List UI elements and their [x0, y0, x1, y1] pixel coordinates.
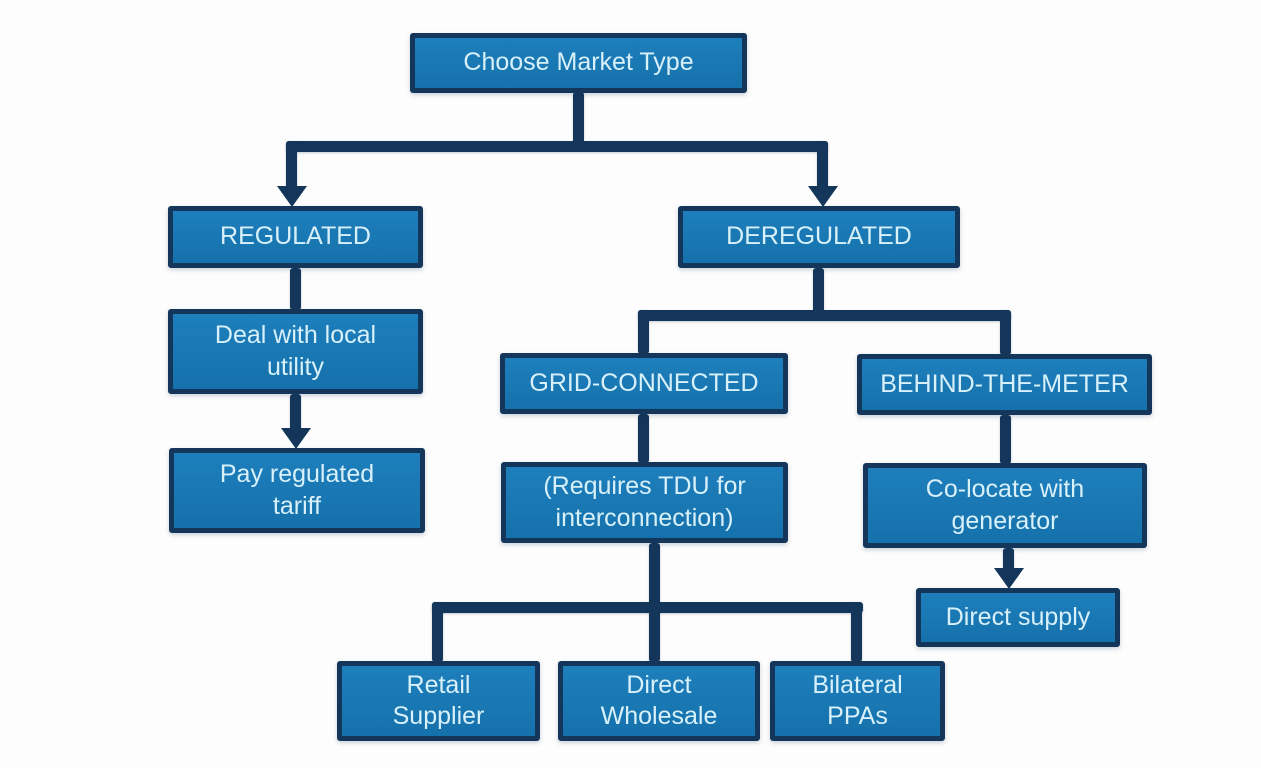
connector-grid-to-requires-tdu [638, 414, 649, 463]
connector-btm-to-co-locate [1000, 415, 1011, 464]
node-bilateral-ppas-label: Bilateral PPAs [812, 670, 903, 730]
connector-branch-regulated-deregulated [286, 141, 828, 152]
arrowhead-into-pay-regulated-tariff [281, 428, 311, 449]
node-choose-market-type: Choose Market Type [410, 33, 747, 93]
node-grid-connected: GRID-CONNECTED [500, 353, 788, 414]
node-co-locate-with-generator-label: Co-locate with generator [925, 475, 1085, 535]
connector-branch-suppliers [432, 602, 863, 613]
arrowhead-into-regulated [277, 186, 307, 207]
connector-drop-deregulated [817, 141, 828, 190]
node-deal-with-local-utility-label: Deal with local utility [214, 321, 377, 381]
connector-deal-to-tariff [290, 394, 301, 432]
connector-drop-grid-connected [638, 310, 649, 354]
connector-choose-stem [573, 92, 584, 147]
node-behind-the-meter-label: BEHIND-THE-METER [880, 369, 1129, 398]
node-regulated: REGULATED [168, 206, 423, 268]
connector-requires-tdu-stem [649, 543, 660, 613]
node-pay-regulated-tariff-label: Pay regulated tariff [219, 460, 375, 520]
node-deregulated: DEREGULATED [678, 206, 960, 268]
node-requires-tdu: (Requires TDU for interconnection) [501, 462, 788, 543]
connector-drop-bilateral-ppas [851, 602, 862, 662]
connector-co-locate-stem [1003, 548, 1014, 573]
node-grid-connected-label: GRID-CONNECTED [529, 368, 759, 397]
node-direct-wholesale-label: Direct Wholesale [600, 670, 718, 730]
node-co-locate-with-generator: Co-locate with generator [863, 463, 1147, 548]
connector-drop-retail-supplier [432, 602, 443, 662]
node-bilateral-ppas: Bilateral PPAs [770, 661, 945, 741]
node-retail-supplier: Retail Supplier [337, 661, 540, 741]
connector-regulated-to-deal [290, 268, 301, 310]
node-behind-the-meter: BEHIND-THE-METER [857, 354, 1152, 415]
node-pay-regulated-tariff: Pay regulated tariff [169, 448, 425, 533]
node-direct-wholesale: Direct Wholesale [558, 661, 760, 741]
connector-deregulated-stem [813, 268, 824, 316]
node-direct-supply: Direct supply [916, 588, 1120, 647]
connector-drop-regulated [286, 141, 297, 190]
node-direct-supply-label: Direct supply [945, 602, 1091, 631]
connector-drop-direct-wholesale [649, 602, 660, 662]
arrowhead-into-direct-supply [994, 568, 1024, 589]
node-retail-supplier-label: Retail Supplier [392, 670, 485, 730]
node-choose-market-type-label: Choose Market Type [463, 48, 694, 77]
connector-branch-grid-btm [638, 310, 1011, 321]
arrowhead-into-deregulated [808, 186, 838, 207]
node-regulated-label: REGULATED [220, 222, 371, 251]
connector-drop-behind-the-meter [1000, 310, 1011, 355]
node-deal-with-local-utility: Deal with local utility [168, 309, 423, 394]
node-deregulated-label: DEREGULATED [726, 222, 912, 251]
node-requires-tdu-label: (Requires TDU for interconnection) [543, 472, 746, 532]
